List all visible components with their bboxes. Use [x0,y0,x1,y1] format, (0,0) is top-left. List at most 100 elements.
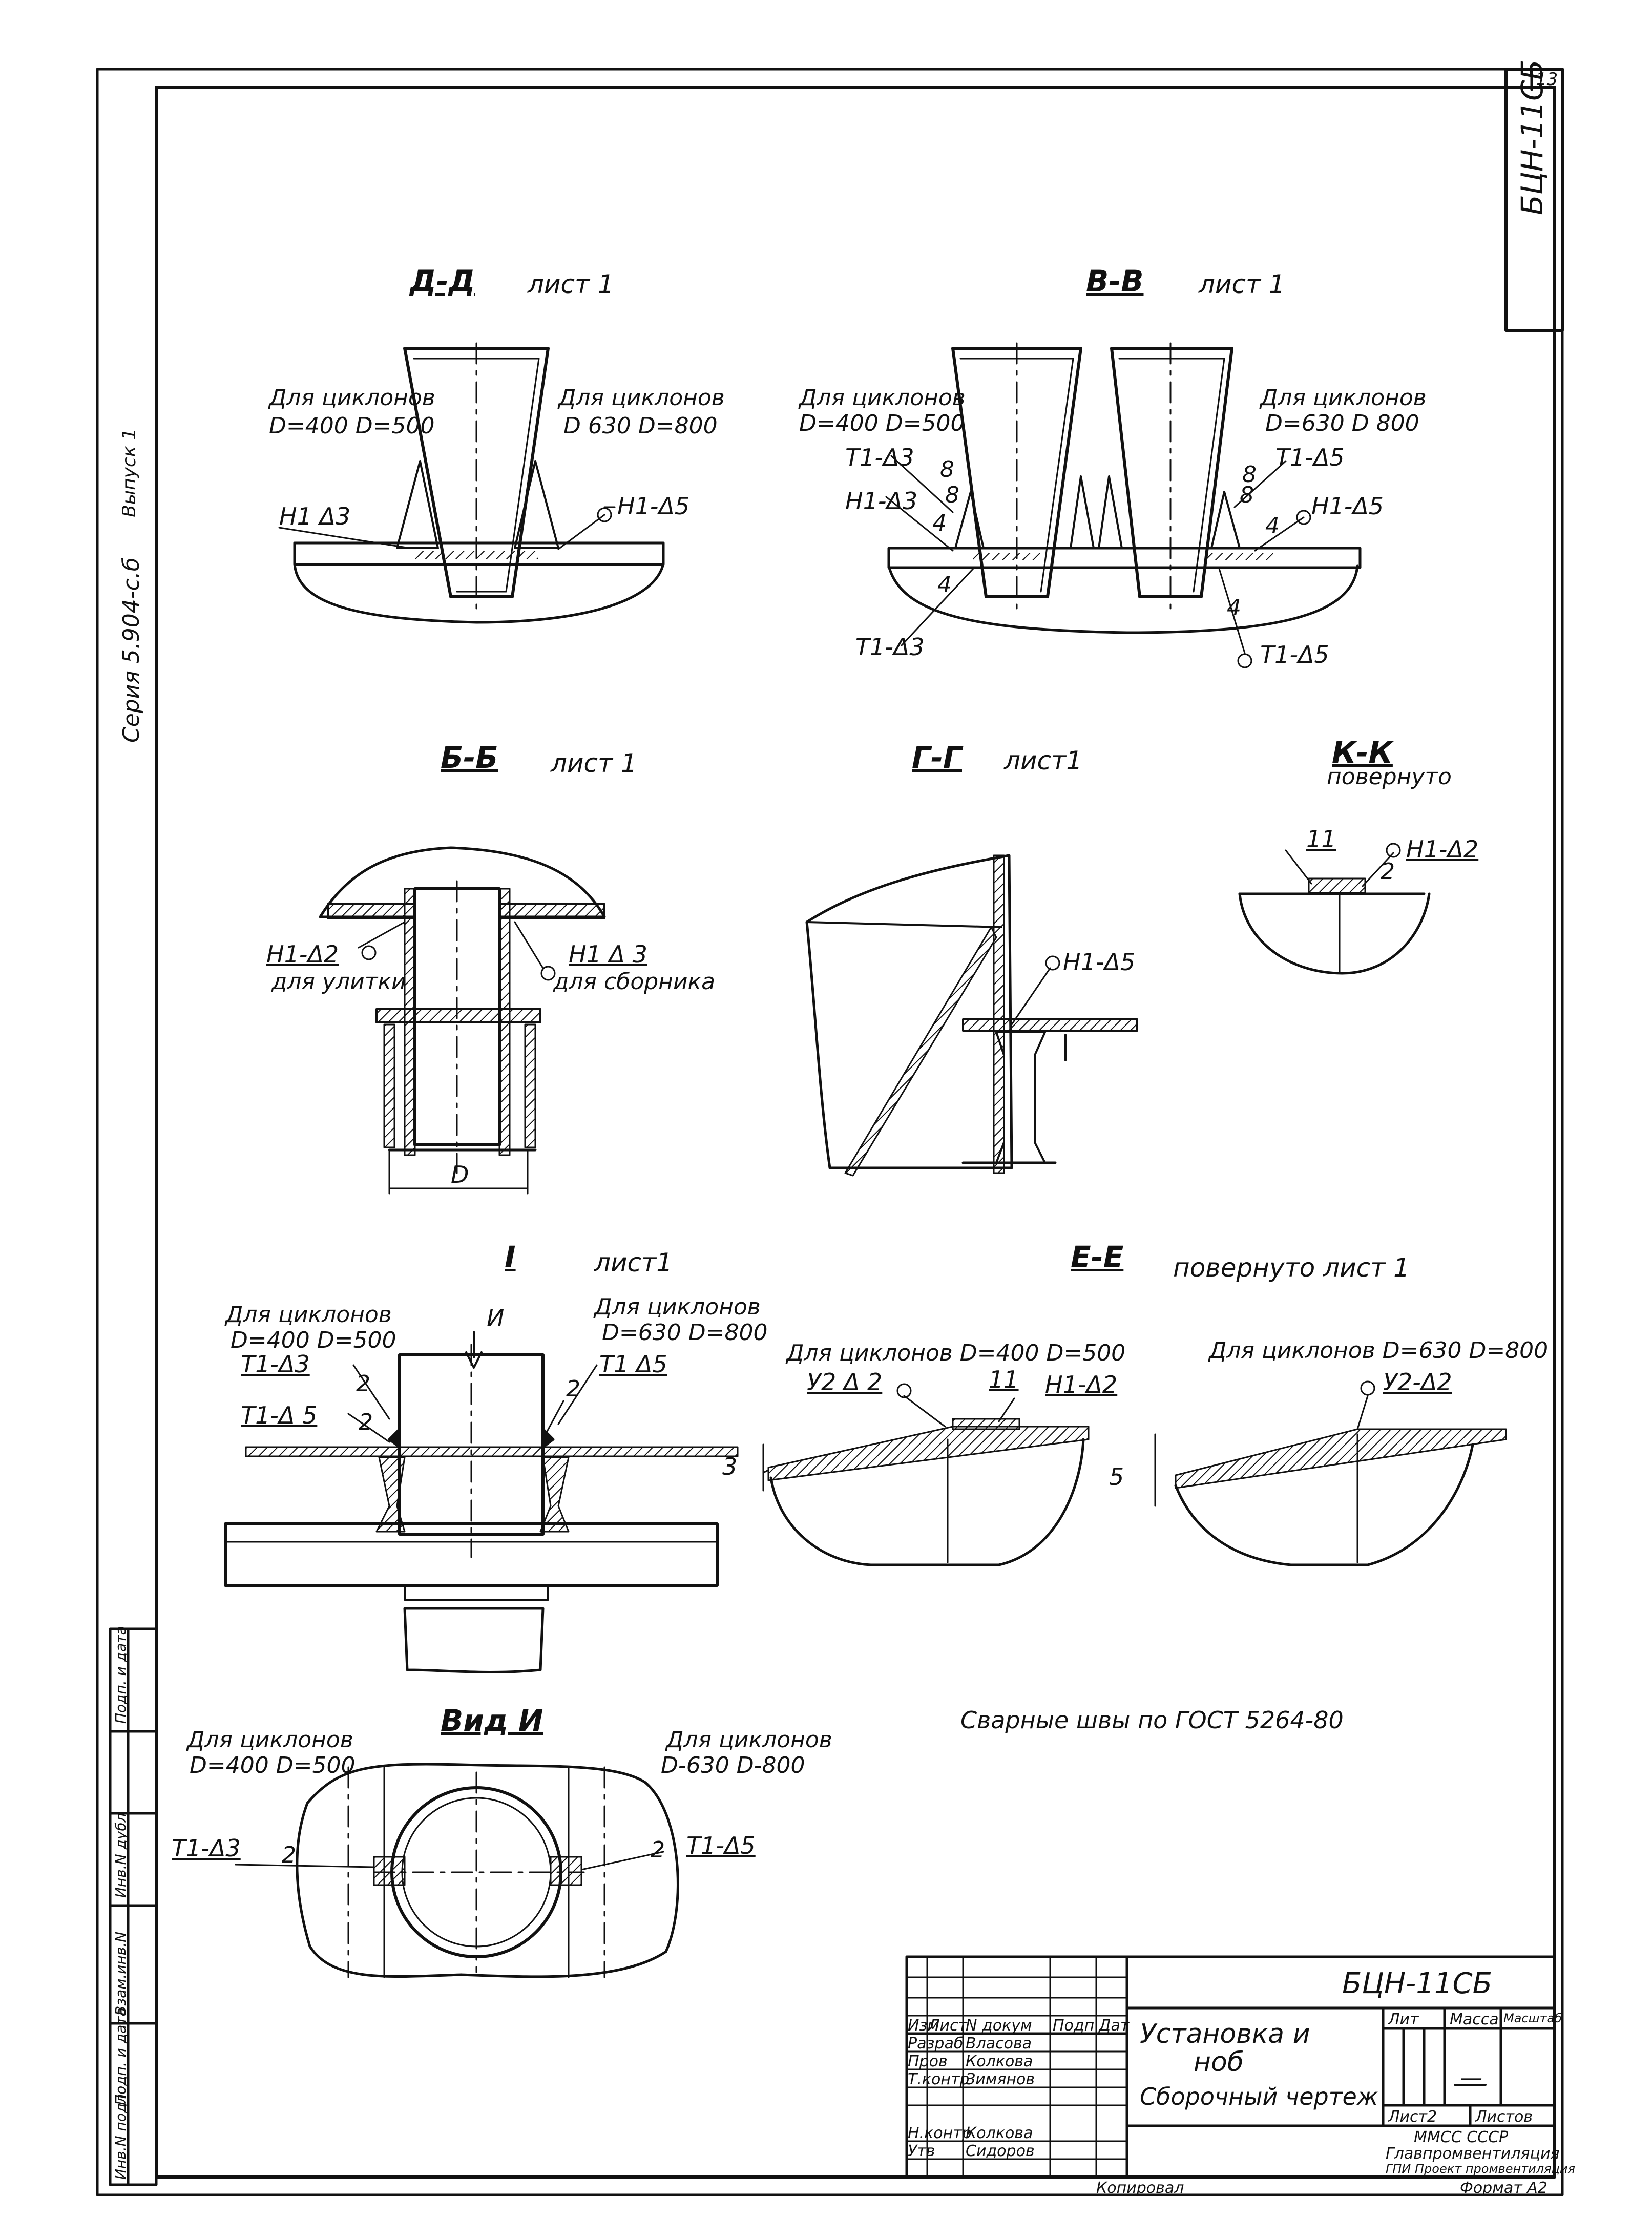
view-i [224,1331,739,1673]
view-gg-title: Г-Г [912,740,962,775]
view-vid-pos-2a: 2 [282,1842,296,1868]
side-stamp-cell-3: Взам.инв.N [112,1931,129,2016]
view-vv [885,342,1362,668]
view-bb-ref: лист 1 [551,748,637,778]
view-bb-dimension: D [451,1161,469,1188]
view-bb-weld-right-note: для сборника [553,969,716,995]
inner-frame [155,86,1556,2179]
view-kk [1238,843,1431,975]
view-bb-weld-left-note: для улитки [271,969,406,995]
view-dd-ref: лист 1 [528,269,614,299]
view-kk-ref: повернуто [1327,764,1452,790]
title-block-name-2: ноб [1194,2047,1244,2078]
view-bb-weld-right: Н1 Δ 3 [569,940,647,968]
view-vv-weld-5: Н1-Δ5 [1311,492,1384,520]
side-stamp-cell-5: Подп. и дата [112,1626,129,1724]
view-i-weld-3: Т1 Δ5 [599,1350,667,1378]
view-vv-right-note-2: D=630 D 800 [1265,410,1419,436]
view-vv-weld-1: Т1-Δ3 [845,444,914,471]
view-i-arrow-label: И [487,1304,505,1332]
view-i-right-note: Для циклонов [594,1294,761,1320]
view-kk-pos-11: 11 [1306,825,1336,853]
sheet-number: 13 [1536,69,1558,90]
view-kk-pos-2: 2 [1381,859,1395,885]
tb-role-5: Утв [908,2142,935,2160]
tb-head-date: Дат [1099,2017,1130,2035]
view-i-pos-2c: 2 [566,1376,580,1402]
view-kk-title: К-К [1332,735,1393,770]
tb-role-2: Пров [908,2053,948,2070]
view-vv-pos-4b: 4 [1265,513,1280,539]
tb-mass: Масса [1450,2011,1499,2028]
view-gg-ref: лист1 [1004,746,1082,776]
title-block [905,1955,1556,2179]
view-ee-dim-5: 5 [1109,1463,1124,1491]
view-ee-title: Е-Е [1071,1240,1124,1274]
view-i-pos-2a: 2 [356,1371,370,1397]
side-stamp [109,1627,158,2186]
view-vv-title: В-В [1086,264,1144,299]
view-dd-right-note: Для циклонов [558,385,725,411]
view-ee-pos-11: 11 [989,1366,1019,1393]
code-box [1504,68,1564,332]
view-ee-dim-3: 3 [722,1453,738,1480]
tb-org-1: ММСС СССР [1414,2128,1509,2146]
document-code-vertical: БЦН-11СБ [1515,59,1550,215]
tb-head-list: Лист [928,2017,968,2035]
view-ee-left-note: Для циклонов D=400 D=500 [786,1340,1126,1366]
tb-name-5: Сидоров [966,2142,1035,2160]
view-vid-right-note: Для циклонов [666,1727,832,1753]
tb-name-4: Колкова [966,2124,1033,2142]
view-vid-left-note: Для циклонов [187,1727,353,1753]
view-ee-weld-2: Н1-Δ2 [1045,1371,1118,1398]
view-kk-weld: Н1-Δ2 [1406,835,1479,863]
tb-org-3: ГПИ Проект промвентиляция [1386,2162,1575,2176]
tb-mass-dash: — [1460,2065,1482,2091]
side-stamp-cell-4: Инв.N дубл [112,1813,129,1898]
view-bb-title: Б-Б [441,740,498,775]
view-vid-weld-left: Т1-Δ3 [172,1834,241,1862]
side-stamp-cell-1: Инв.N подл [112,2094,129,2180]
view-i-weld-2: Т1-Δ 5 [241,1401,318,1429]
view-i-pos-2b: 2 [359,1409,373,1435]
view-vv-weld-3: Т1-Δ3 [855,633,925,661]
view-vv-left-note-2: D=400 D=500 [799,410,965,436]
view-vv-ref: лист 1 [1199,269,1285,299]
view-bb [319,846,606,1195]
view-vv-pos-8c: 8 [1242,462,1257,488]
view-vid-weld-right: Т1-Δ5 [686,1832,756,1859]
view-vid-title: Вид И [441,1703,543,1738]
view-dd [278,342,665,624]
tb-scale: Масштаб [1503,2011,1562,2025]
view-i-left-note: Для циклонов [225,1302,392,1328]
view-vv-pos-4d: 4 [1227,595,1241,621]
view-dd-title: Д-Д [410,264,475,299]
view-gg [805,854,1138,1177]
tb-head-sign: Подп [1053,2017,1095,2035]
tb-lit: Лит [1388,2011,1419,2028]
tb-name-3: Зимянов [966,2070,1035,2088]
view-ee-ref: повернуто лист 1 [1173,1253,1410,1283]
view-dd-left-note: Для циклонов [269,385,435,411]
view-gg-weld: Н1-Δ5 [1063,948,1136,976]
series-label: Серия 5.904-с.б [118,557,144,743]
view-dd-left-note-2: D=400 D=500 [269,413,435,439]
view-bb-weld-left: Н1-Δ2 [266,940,339,968]
view-i-weld-1: Т1-Δ3 [241,1350,310,1378]
tb-org-2: Главпромвентиляция [1386,2145,1560,2163]
view-vid-right-note-2: D-630 D-800 [661,1752,805,1778]
view-vid-pos-2b: 2 [651,1837,665,1863]
tb-head-doc: N докум [966,2017,1032,2035]
view-ee-right-note: Для циклонов D=630 D=800 [1209,1337,1549,1364]
view-dd-weld-left: Н1 Δ3 [279,503,351,530]
view-ee-weld-3: У2-Δ2 [1383,1368,1452,1396]
view-vv-weld-6: Т1-Δ5 [1260,641,1329,668]
view-vv-pos-8a: 8 [940,456,954,483]
title-block-name-1: Установка и [1140,2019,1310,2049]
view-i-right-note-2: D=630 D=800 [602,1320,768,1346]
view-vv-pos-8d: 8 [1240,482,1254,508]
tb-sheet: Лист2 [1388,2108,1437,2126]
view-vv-pos-8b: 8 [945,482,959,508]
view-vv-weld-4: Т1-Δ5 [1275,444,1345,471]
